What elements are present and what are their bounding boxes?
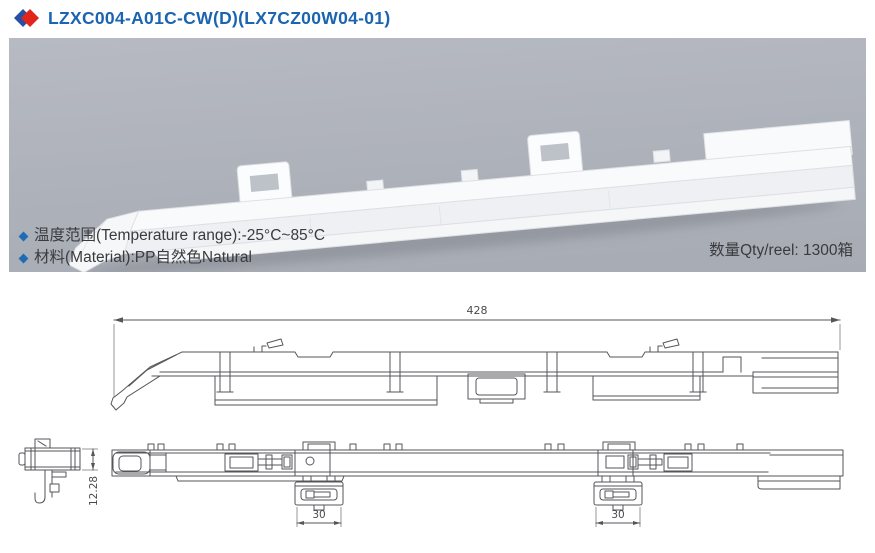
plan-view-drawing — [111, 441, 844, 511]
spec-temperature-text: 温度范围(Temperature range):-25°C~85°C — [34, 227, 326, 244]
dim-label-section-height: 12.28 — [88, 476, 100, 506]
end-view-drawing — [18, 438, 81, 504]
spec-material: 材料(Material):PP自然色Natural — [18, 247, 325, 269]
spec-list: 温度范围(Temperature range):-25°C~85°C 材料(Ma… — [18, 225, 326, 269]
diamond-bullet-icon — [18, 231, 29, 241]
diamond-bullet-icon — [18, 253, 29, 263]
dim-label-clip1-width: 30 — [312, 509, 325, 521]
double-diamond-icon — [14, 9, 39, 27]
spec-temperature: 温度范围(Temperature range):-25°C~85°C — [18, 225, 326, 247]
dim-label-overall-length: 428 — [467, 304, 488, 317]
qty-per-reel: 数量Qty/reel: 1300箱 — [709, 242, 853, 259]
technical-drawings: 428 12.28 — [18, 304, 844, 527]
dim-label-clip2-width: 30 — [611, 509, 624, 521]
clip1-dimension: 30 — [296, 507, 342, 527]
page-title: LZXC004-A01C-CW(D)(LX7CZ00W04-01) — [48, 7, 391, 28]
side-view-drawing — [110, 338, 839, 411]
product-photo: 温度范围(Temperature range):-25°C~85°C 材料(Ma… — [9, 38, 866, 272]
header: LZXC004-A01C-CW(D)(LX7CZ00W04-01) — [13, 7, 390, 29]
spec-material-text: 材料(Material):PP自然色Natural — [34, 249, 252, 266]
clip2-dimension: 30 — [595, 507, 641, 527]
end-view-dimension: 12.28 — [82, 448, 100, 506]
plastic-part-image — [68, 119, 856, 272]
side-view-dimension: 428 — [113, 304, 841, 397]
